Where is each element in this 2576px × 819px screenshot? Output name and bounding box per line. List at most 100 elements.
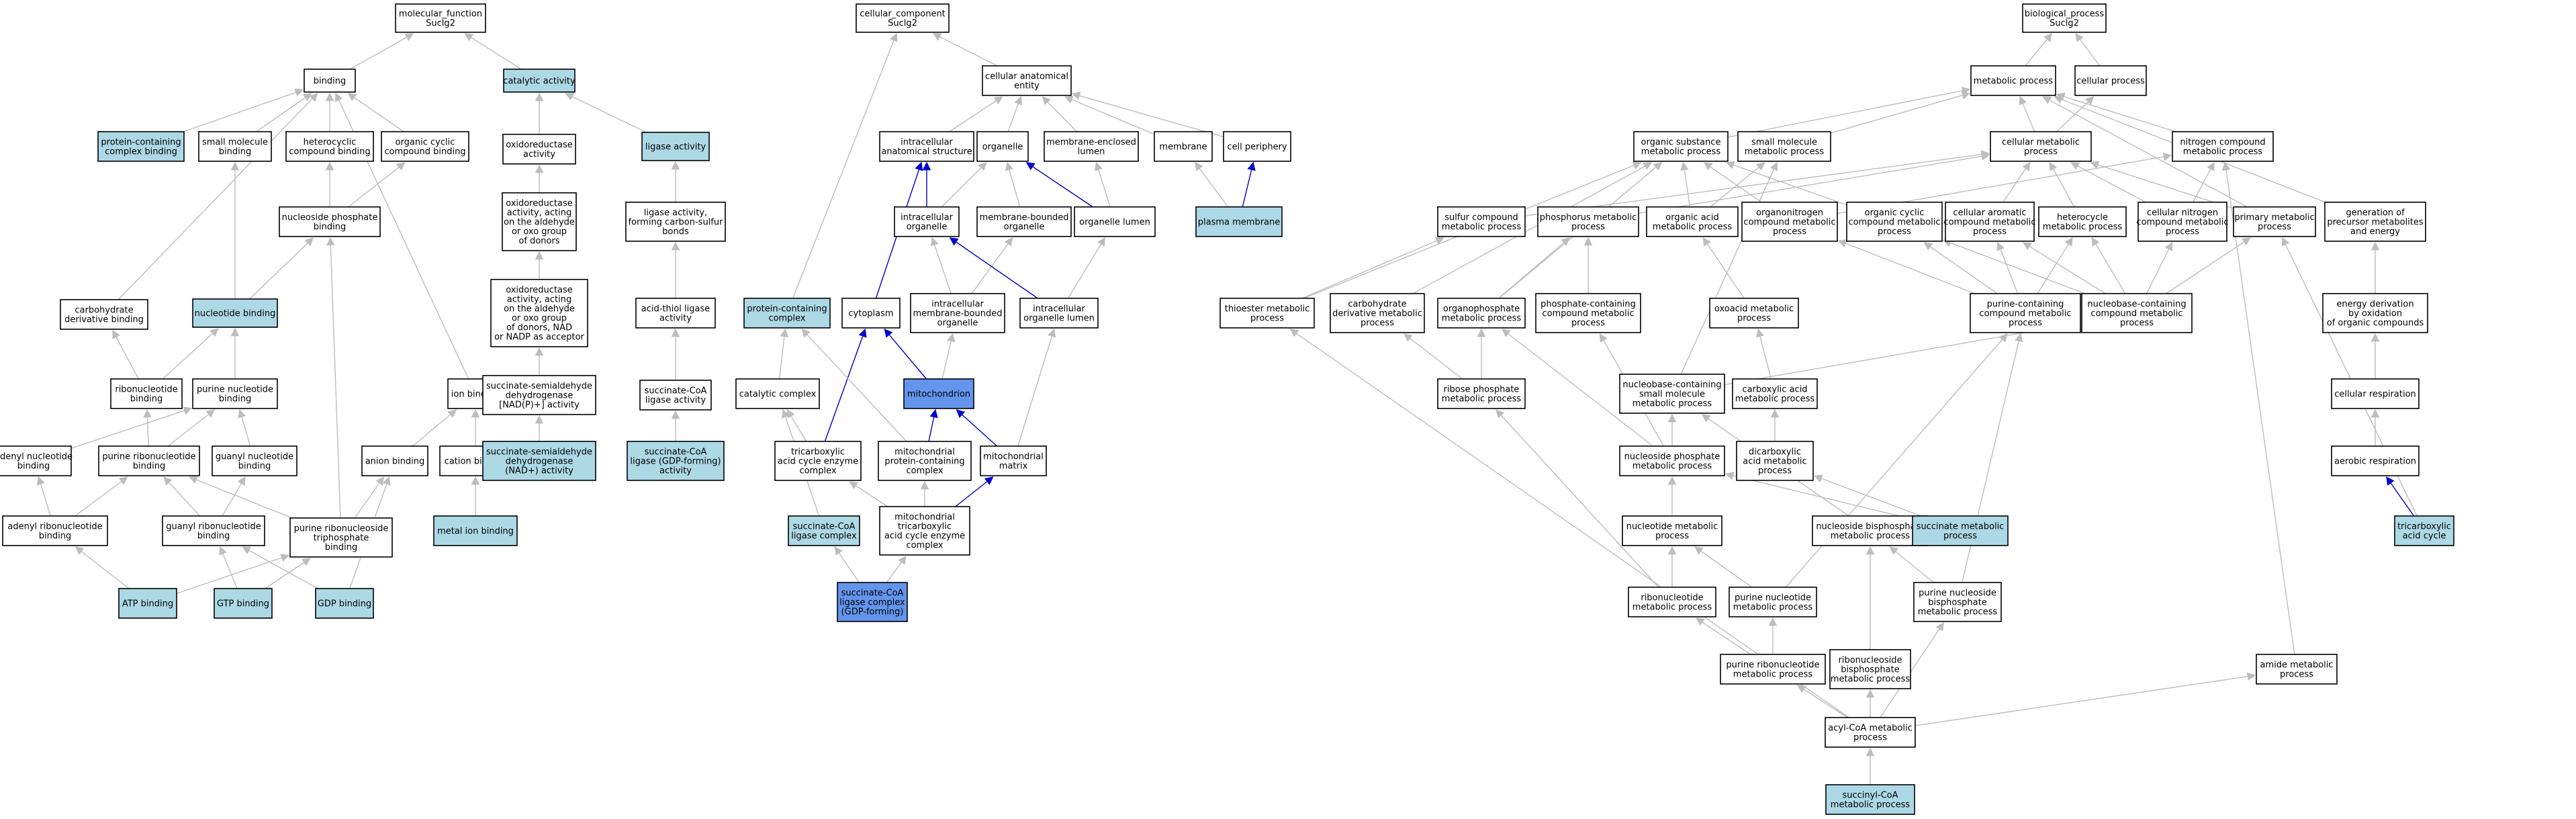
node-gdpbind[interactable]: GDP binding xyxy=(315,588,374,619)
node-cellperiphery[interactable]: cell periphery xyxy=(1223,131,1291,162)
node-plasmamembrane[interactable]: plasma membrane xyxy=(1195,206,1283,237)
node-organellelumen[interactable]: organelle lumen xyxy=(1074,206,1156,237)
node-anionbind[interactable]: anion binding xyxy=(361,445,428,476)
node-cytoplasm[interactable]: cytoplasm xyxy=(841,298,901,329)
node-mitochondrion[interactable]: mitochondrion xyxy=(903,378,974,409)
node-binding[interactable]: binding xyxy=(304,69,356,93)
node-ligase_csulfur[interactable]: ligase activity,forming carbon-sulfurbon… xyxy=(625,202,726,242)
node-ligase[interactable]: ligase activity xyxy=(641,132,710,161)
node-atpbind[interactable]: ATP binding xyxy=(118,588,177,619)
node-metabolicprocess[interactable]: metabolic process xyxy=(1970,65,2056,96)
node-aerobicrespiration[interactable]: aerobic respiration xyxy=(2331,445,2420,476)
node-cellularprocess[interactable]: cellular process xyxy=(2074,65,2147,96)
node-metalionbind[interactable]: metal ion binding xyxy=(433,515,518,546)
node-organelle[interactable]: organelle xyxy=(976,131,1029,162)
node-ssadh_nad[interactable]: succinate-semialdehydedehydrogenase(NAD+… xyxy=(482,441,596,481)
node-catalytic[interactable]: catalytic activity xyxy=(503,69,576,93)
node-membrane[interactable]: membrane xyxy=(1154,131,1213,162)
node-catalyticcomplex[interactable]: catalytic complex xyxy=(735,378,820,409)
node-nucleotidebind[interactable]: nucleotide binding xyxy=(192,298,278,328)
node-gtpbind[interactable]: GTP binding xyxy=(214,588,273,619)
node-cellularrespiration[interactable]: cellular respiration xyxy=(2331,378,2420,409)
node-ssadh_nadp[interactable]: succinate-semialdehydedehydrogenase[NAD(… xyxy=(482,375,596,415)
